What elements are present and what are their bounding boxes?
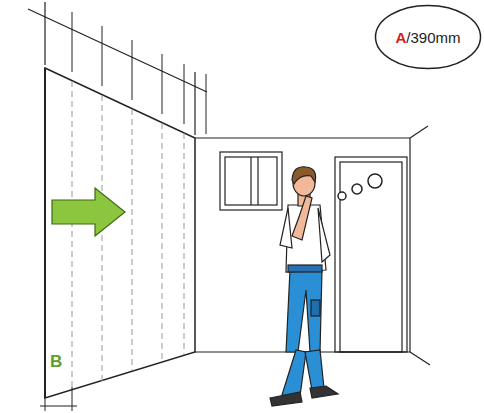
- option-letter: A: [395, 29, 406, 46]
- dimension-text: /390mm: [406, 29, 460, 46]
- thought-bubble: A/390mm: [374, 4, 482, 70]
- dimension-letter: B: [48, 352, 64, 372]
